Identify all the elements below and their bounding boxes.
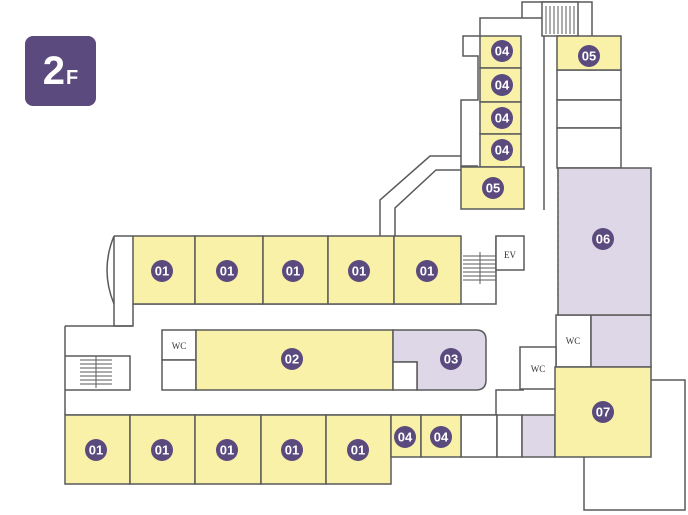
east-room-c <box>556 127 622 169</box>
badge-04c[interactable]: 04 <box>491 107 513 129</box>
badges-layer: 04 04 04 04 05 05 06 01 01 01 01 01 02 0… <box>85 40 614 461</box>
badge-01d-label: 01 <box>352 264 366 279</box>
badge-04e[interactable]: 04 <box>394 426 416 448</box>
badge-05a-label: 05 <box>582 49 596 64</box>
wc-label-east: WC <box>566 336 581 346</box>
badge-06[interactable]: 06 <box>592 228 614 250</box>
floor-number: 2 <box>42 49 66 93</box>
badge-02-label: 02 <box>285 352 299 367</box>
badge-04c-label: 04 <box>495 111 510 126</box>
badge-01b-label: 01 <box>220 264 234 279</box>
south-cell-a <box>460 414 498 458</box>
badge-04e-label: 04 <box>398 430 413 445</box>
north-corridor-wall <box>479 17 542 36</box>
west-curve <box>106 235 115 305</box>
corridor-south-line <box>65 389 524 416</box>
middle-stairs-icon <box>463 252 496 284</box>
badge-01h[interactable]: 01 <box>216 439 238 461</box>
ev-label: EV <box>504 250 516 260</box>
badge-04d[interactable]: 04 <box>491 139 513 161</box>
wc-label-west: WC <box>172 341 187 351</box>
badge-01h-label: 01 <box>220 443 234 458</box>
badge-01i[interactable]: 01 <box>281 439 303 461</box>
badge-01d[interactable]: 01 <box>348 260 370 282</box>
badge-06-label: 06 <box>596 232 610 247</box>
badge-01j-label: 01 <box>351 443 365 458</box>
badge-04f-label: 04 <box>434 430 449 445</box>
top-stairs-icon <box>545 6 575 34</box>
badge-04d-label: 04 <box>495 143 510 158</box>
badge-05b[interactable]: 05 <box>482 177 504 199</box>
badge-05a[interactable]: 05 <box>578 45 600 67</box>
badge-02[interactable]: 02 <box>281 348 303 370</box>
wc-label-mid: WC <box>531 364 546 374</box>
top-stair-frame <box>541 1 579 37</box>
west-wing-wall <box>113 235 134 327</box>
badge-03[interactable]: 03 <box>440 348 462 370</box>
badge-01e[interactable]: 01 <box>416 260 438 282</box>
room-03 <box>392 329 487 391</box>
east-room-a <box>556 69 622 101</box>
wc-box-west-lower <box>161 359 197 391</box>
badge-01a-label: 01 <box>155 264 169 279</box>
badge-01g[interactable]: 01 <box>151 439 173 461</box>
badge-07[interactable]: 07 <box>592 401 614 423</box>
elevator-box <box>495 235 525 271</box>
west-stairs-icon <box>80 356 112 388</box>
east-purple-small <box>590 314 652 368</box>
badge-01g-label: 01 <box>155 443 169 458</box>
badge-01f-label: 01 <box>89 443 103 458</box>
diagonal-wall-inner <box>394 169 461 236</box>
rooms-layer <box>64 35 652 485</box>
floor-indicator: 2 F <box>25 36 96 106</box>
diagonal-wall-outer <box>379 155 461 236</box>
east-room-b <box>556 99 622 129</box>
badge-01j[interactable]: 01 <box>347 439 369 461</box>
badge-04b[interactable]: 04 <box>491 74 513 96</box>
badge-03-label: 03 <box>444 352 458 367</box>
south-cell-purple <box>521 414 556 458</box>
room-01a <box>132 235 196 305</box>
west-corridor-wall <box>460 35 480 167</box>
badge-04a[interactable]: 04 <box>491 40 513 62</box>
badge-01e-label: 01 <box>420 264 434 279</box>
badge-01f[interactable]: 01 <box>85 439 107 461</box>
floor-suffix: F <box>66 67 79 89</box>
badge-04a-label: 04 <box>495 44 510 59</box>
corridor-north-line <box>461 236 497 305</box>
room-01j <box>325 414 392 485</box>
badge-01i-label: 01 <box>285 443 299 458</box>
badge-01a[interactable]: 01 <box>151 260 173 282</box>
badge-01b[interactable]: 01 <box>216 260 238 282</box>
southeast-outer-wall <box>583 379 686 511</box>
room-03-notch <box>392 361 418 391</box>
wc-box-mid <box>519 346 557 390</box>
badge-04b-label: 04 <box>495 78 510 93</box>
badge-07-label: 07 <box>596 405 610 420</box>
west-stair-wall <box>64 325 133 415</box>
badge-01c[interactable]: 01 <box>282 260 304 282</box>
badge-05b-label: 05 <box>486 181 500 196</box>
badge-01c-label: 01 <box>286 264 300 279</box>
south-cell-b <box>496 414 523 458</box>
badge-04f[interactable]: 04 <box>430 426 452 448</box>
